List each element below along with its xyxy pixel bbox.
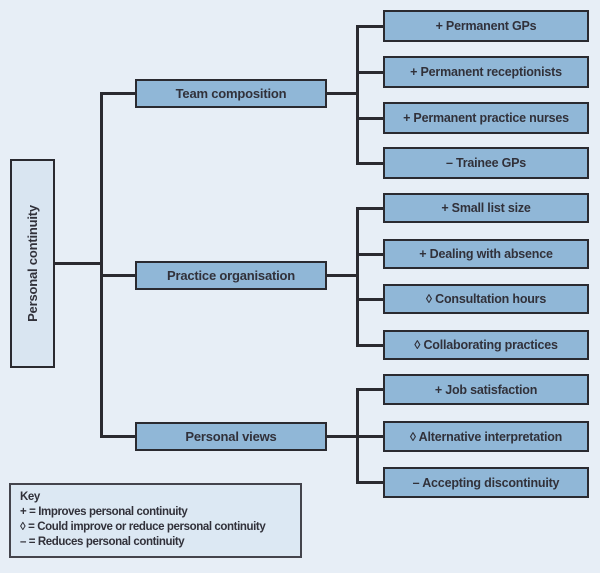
leaf-node-label: – Accepting discontinuity [412,475,560,490]
branch-left-connector-line [100,274,135,277]
branch-node-practice-organisation: Practice organisation [135,261,327,290]
leaf-node: – Accepting discontinuity [383,467,589,498]
branch-left-connector-line [100,92,135,95]
leaf-node-label: + Dealing with absence [419,247,553,261]
branch-right-connector-line [327,92,359,95]
root-connector-line [55,262,102,265]
leaf-node-label: ◊ Collaborating practices [414,338,558,352]
legend-entry: – = Reduces personal continuity [20,536,185,548]
leaf-stub-line [356,388,384,391]
leaf-node-label: ◊ Alternative interpretation [409,429,563,444]
leaf-node: ◊ Alternative interpretation [383,421,589,452]
root-node-label: Personal continuity [25,205,40,322]
leaf-stub-line [356,117,384,120]
branch-node-personal-views: Personal views [135,422,327,451]
leaf-node: + Dealing with absence [383,239,589,269]
leaf-stub-line [356,71,384,74]
branch-node-label: Team composition [175,86,287,101]
leaf-node: ◊ Consultation hours [383,284,589,314]
leaf-node: – Trainee GPs [383,147,589,179]
leaf-node: + Job satisfaction [383,374,589,405]
leaf-stub-line [356,435,384,438]
branch-node-team-composition: Team composition [135,79,327,108]
leaf-stub-line [356,207,384,210]
leaf-node-label: + Job satisfaction [434,382,538,397]
branch-node-label: Personal views [185,429,277,444]
legend-entry: + = Improves personal continuity [20,506,188,518]
leaf-node-label: ◊ Consultation hours [425,292,547,306]
branch-vertical-line [356,207,359,347]
leaf-node-label: + Small list size [441,201,531,215]
leaf-stub-line [356,25,384,28]
legend-entry: ◊ = Could improve or reduce personal con… [20,521,266,533]
leaf-node-label: – Trainee GPs [445,156,527,170]
leaf-node: + Permanent receptionists [383,56,589,88]
root-node-personal-continuity: Personal continuity [10,159,55,368]
leaf-stub-line [356,481,384,484]
leaf-node-label: + Permanent receptionists [410,65,562,79]
leaf-node: + Permanent GPs [383,10,589,42]
leaf-node-label: + Permanent GPs [435,19,537,33]
leaf-node-label: + Permanent practice nurses [403,111,569,125]
legend: Key + = Improves personal continuity ◊ =… [9,483,302,558]
trunk-line [100,92,103,438]
leaf-node: + Small list size [383,193,589,223]
leaf-stub-line [356,162,384,165]
branch-vertical-line [356,25,359,165]
leaf-stub-line [356,298,384,301]
branch-node-label: Practice organisation [166,268,295,283]
branch-left-connector-line [100,435,135,438]
legend-title: Key [20,491,40,503]
leaf-node: ◊ Collaborating practices [383,330,589,360]
leaf-node: + Permanent practice nurses [383,102,589,134]
branch-right-connector-line [327,274,359,277]
leaf-stub-line [356,344,384,347]
branch-right-connector-line [327,435,359,438]
leaf-stub-line [356,253,384,256]
